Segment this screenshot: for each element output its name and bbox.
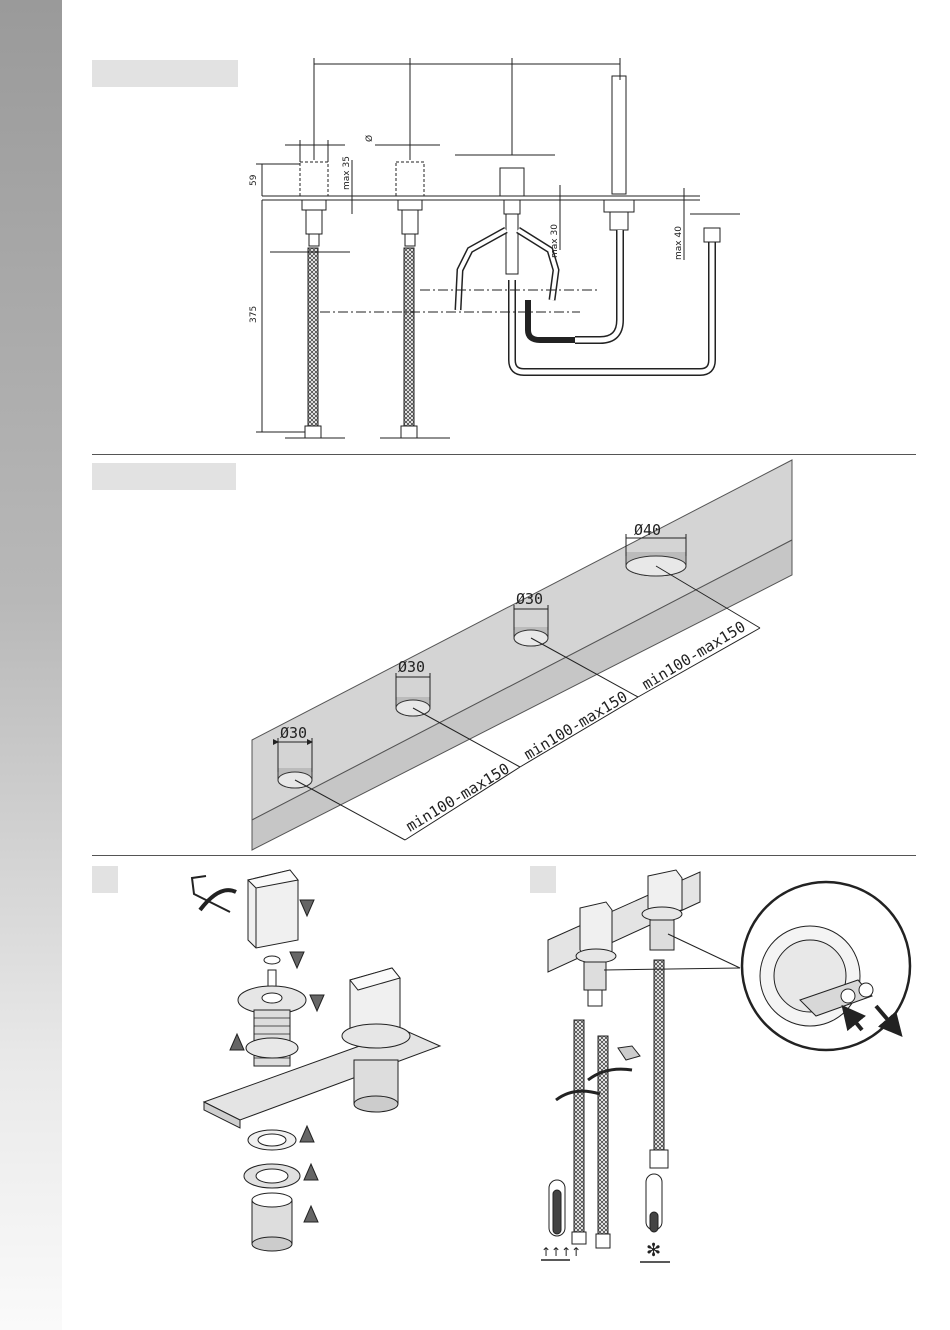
wrench-icon [618,1046,640,1060]
up-arrow-icon [304,1164,318,1180]
dim-max40: max 40 [674,226,684,260]
hole-label-1: Ø30 [280,724,307,742]
drilling-plate: Ø30 Ø30 Ø30 Ø40 min100-max150 min100-max… [252,460,792,850]
down-arrow-icon [310,995,324,1011]
step-2-connection-view: ↑↑↑↑ ✻ [541,870,910,1262]
heat-waves-icon: ↑↑↑↑ [541,1245,581,1259]
snowflake-icon: ✻ [646,1240,661,1261]
dim-59: 59 [249,174,259,186]
technical-drawing [256,58,740,438]
dim-max30: max 30 [550,224,560,258]
hex-key-icon [192,876,230,912]
step-1-exploded-view [192,870,440,1251]
down-arrow-icon [290,952,304,968]
spacing-label-1: min100-max150 [403,760,513,836]
dim-375: 375 [249,306,259,323]
dim-diameter: Ø [364,135,375,142]
rotate-arrow-icon [588,1069,632,1080]
dim-max35: max 35 [342,156,352,190]
hole-label-3: Ø30 [516,590,543,608]
up-arrow-icon [230,1034,244,1050]
down-arrow-icon [300,900,314,916]
hole-label-2: Ø30 [398,658,425,676]
hole-label-4: Ø40 [634,521,661,539]
up-arrow-icon [300,1126,314,1142]
up-arrow-icon [304,1206,318,1222]
